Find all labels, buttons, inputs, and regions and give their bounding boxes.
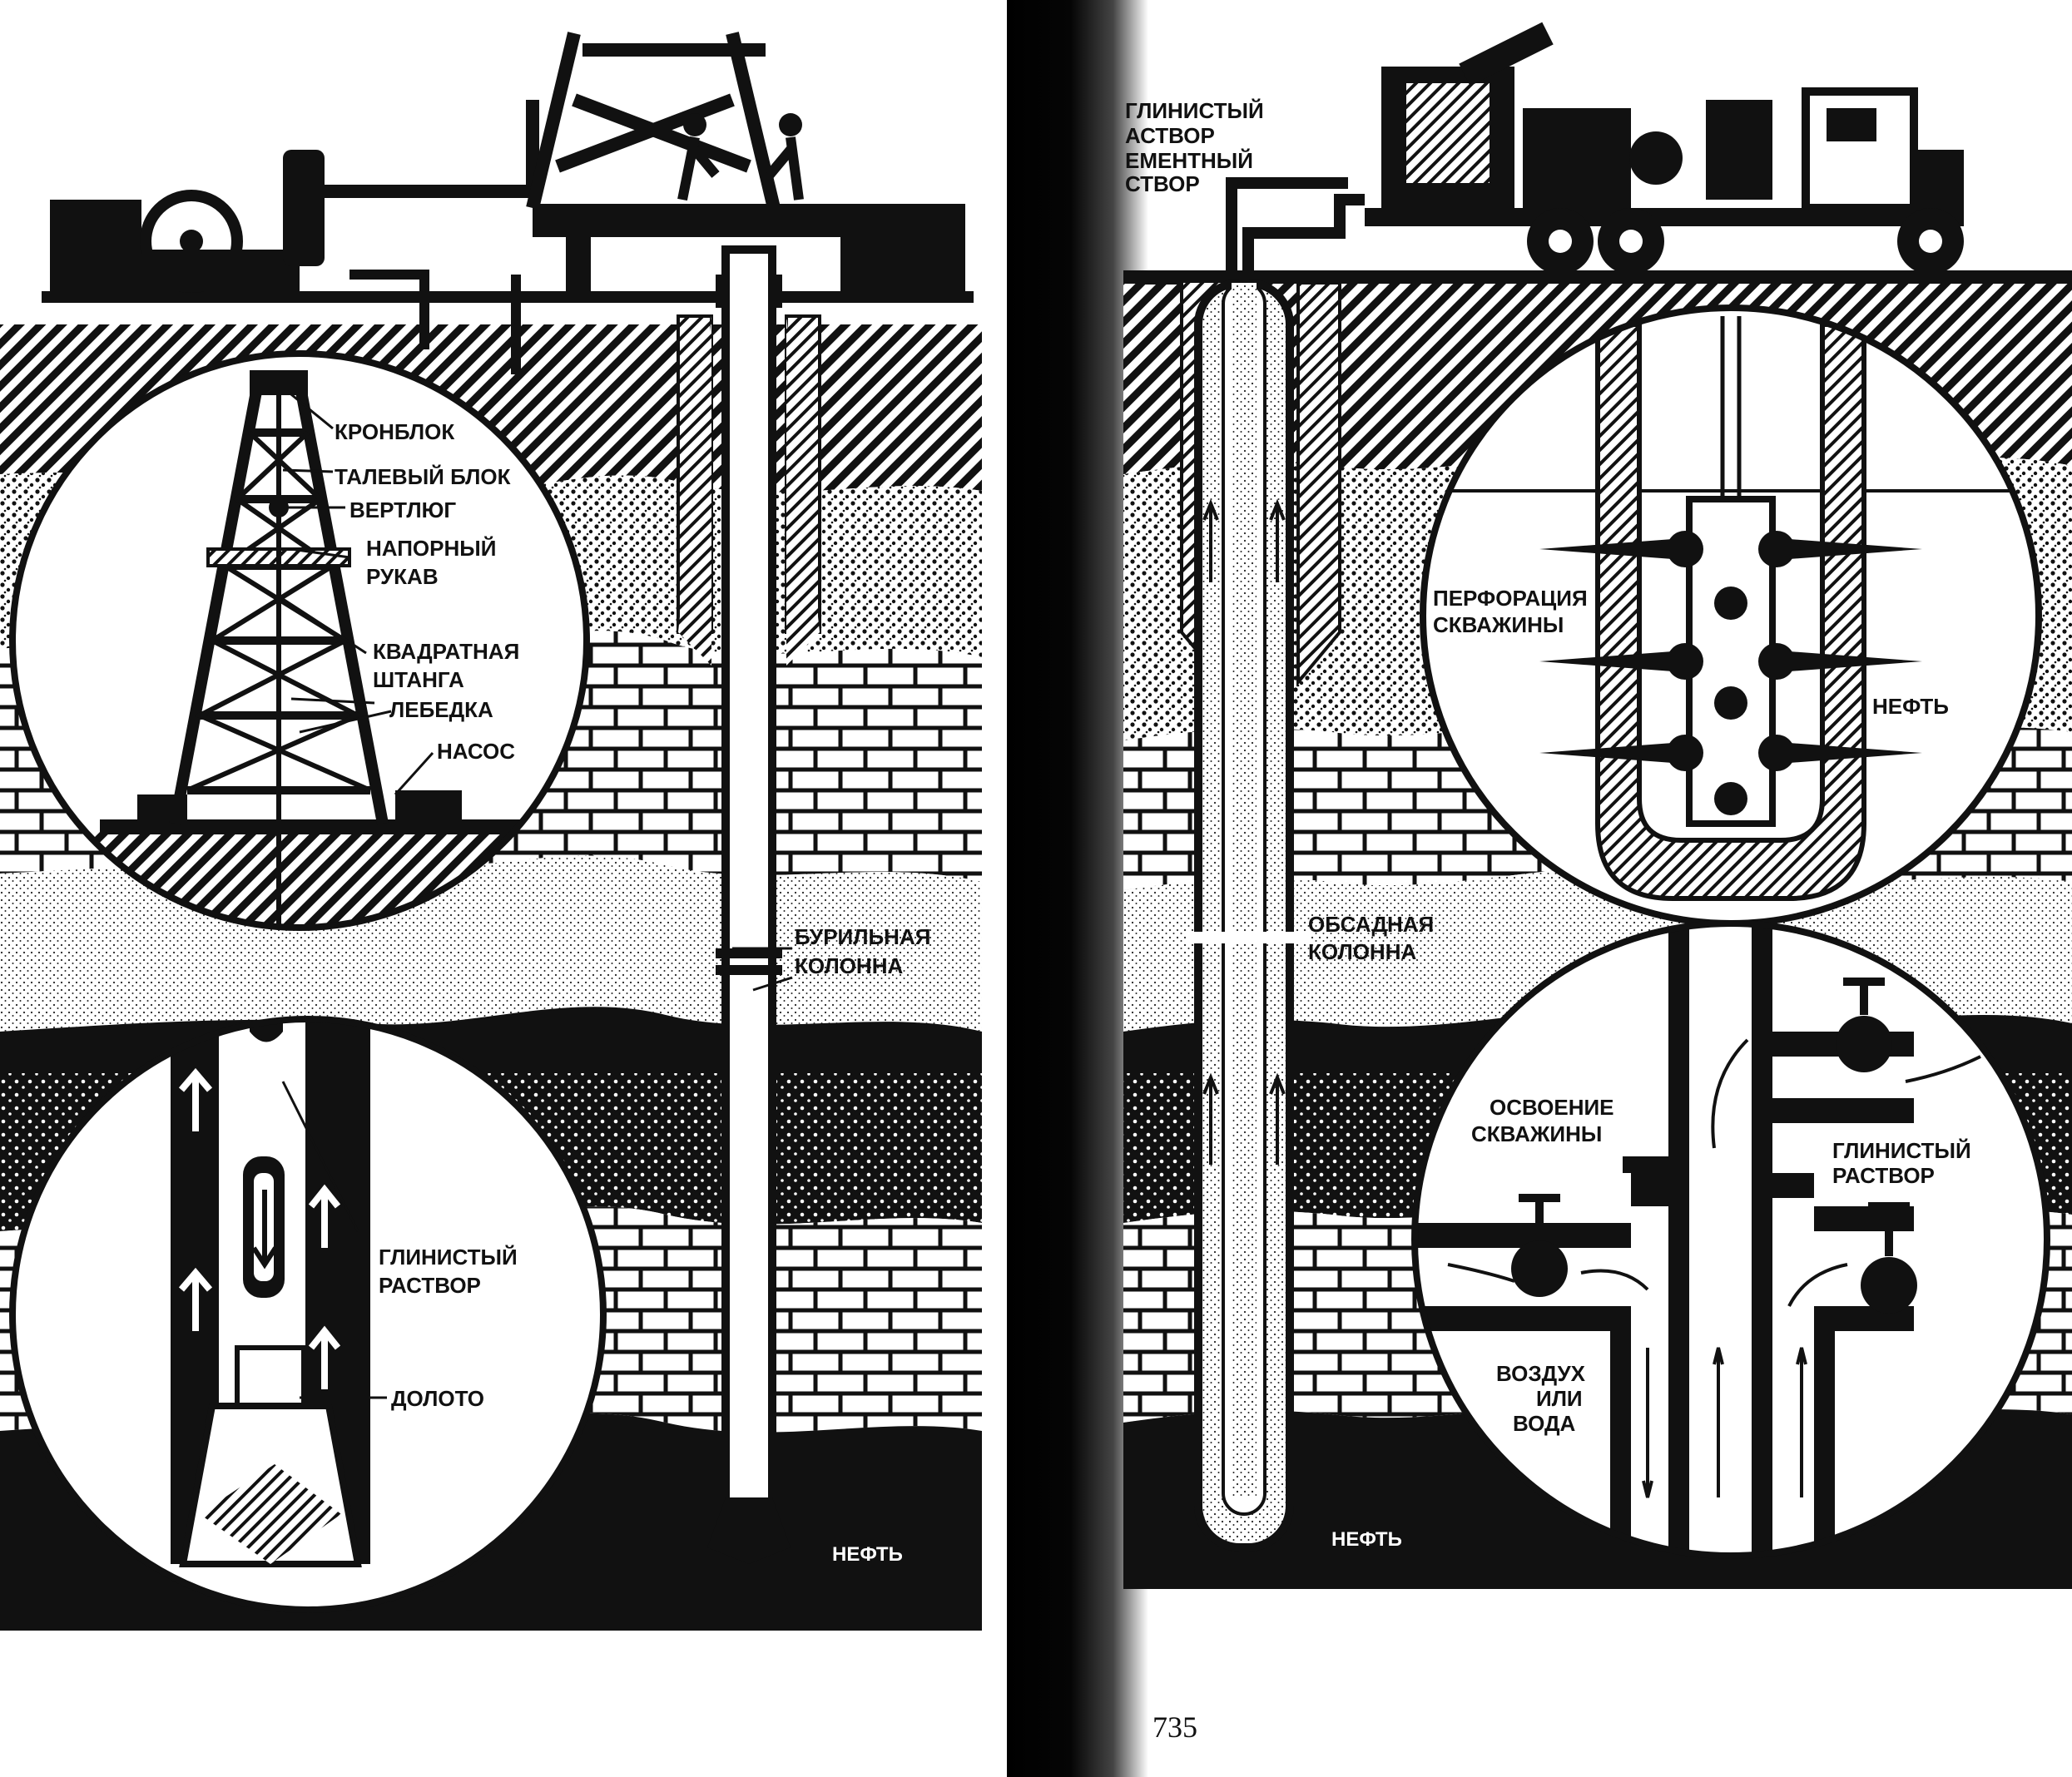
cased-well [1140,279,1341,1552]
completion-inset: ОСВОЕНИЕ СКВАЖИНЫ ГЛИНИСТЫЙ РАСТВОР ВОЗД… [1411,920,2050,1559]
label-casing-1: ОБСАДНАЯ [1308,912,1434,937]
right-page: ГЛИНИСТЫЙ АСТВОР ЕМЕНТНЫЙ СТВОР [1123,22,2072,1589]
label-drill-string-1: БУРИЛЬНАЯ [795,924,930,949]
label-kelly-2: ШТАНГА [373,667,464,692]
label-drill-string-2: КОЛОННА [795,953,903,978]
label-kelly-1: КВАДРАТНАЯ [373,639,519,664]
label-truck-3: ЕМЕНТНЫЙ [1125,148,1253,173]
label-mud-completion-2: РАСТВОР [1832,1163,1935,1188]
label-oil-right: НЕФТЬ [1331,1528,1402,1551]
label-truck-4: СТВОР [1125,171,1200,196]
label-traveling-block: ТАЛЕВЫЙ БЛОК [335,464,511,489]
cement-truck: ГЛИНИСТЫЙ АСТВОР ЕМЕНТНЫЙ СТВОР [1125,22,1964,275]
surface-equipment-left [42,32,974,1564]
label-pressure-hose-2: РУКАВ [366,564,439,589]
label-mud-completion-1: ГЛИНИСТЫЙ [1832,1138,1971,1163]
label-perforation-1: ПЕРФОРАЦИЯ [1433,586,1588,611]
label-pump: НАСОС [437,739,515,764]
label-oil-circle: НЕФТЬ [1872,694,1949,719]
drill-bit-inset: ГЛИНИСТЫЙ РАСТВОР ДОЛОТО [9,1016,607,1613]
left-page: КРОНБЛОК ТАЛЕВЫЙ БЛОК ВЕРТЛЮГ НАПОРНЫЙ Р… [0,32,982,1631]
label-casing-2: КОЛОННА [1308,939,1416,964]
label-completion-2: СКВАЖИНЫ [1471,1121,1602,1146]
label-mud-2: РАСТВОР [379,1273,481,1298]
label-air-3: ВОДА [1513,1411,1576,1436]
label-crown-block: КРОНБЛОК [335,419,454,444]
label-air-2: ИЛИ [1536,1386,1583,1411]
label-mud-1: ГЛИНИСТЫЙ [379,1245,518,1270]
label-swivel: ВЕРТЛЮГ [349,497,456,522]
perforation-inset: ПЕРФОРАЦИЯ СКВАЖИНЫ НЕФТЬ [1420,304,2042,927]
derrick-inset: КРОНБЛОК ТАЛЕВЫЙ БЛОК ВЕРТЛЮГ НАПОРНЫЙ Р… [9,350,590,931]
label-perforation-2: СКВАЖИНЫ [1433,612,1564,637]
label-winch: ЛЕБЕДКА [389,697,493,722]
label-truck-1: ГЛИНИСТЫЙ [1125,98,1264,123]
label-oil-left: НЕФТЬ [832,1543,903,1566]
page-number: 735 [1152,1710,1197,1744]
label-truck-2: АСТВОР [1125,123,1215,148]
label-air-1: ВОЗДУХ [1496,1361,1586,1386]
label-completion-1: ОСВОЕНИЕ [1490,1095,1614,1120]
label-pressure-hose-1: НАПОРНЫЙ [366,536,496,561]
label-bit: ДОЛОТО [391,1386,484,1411]
